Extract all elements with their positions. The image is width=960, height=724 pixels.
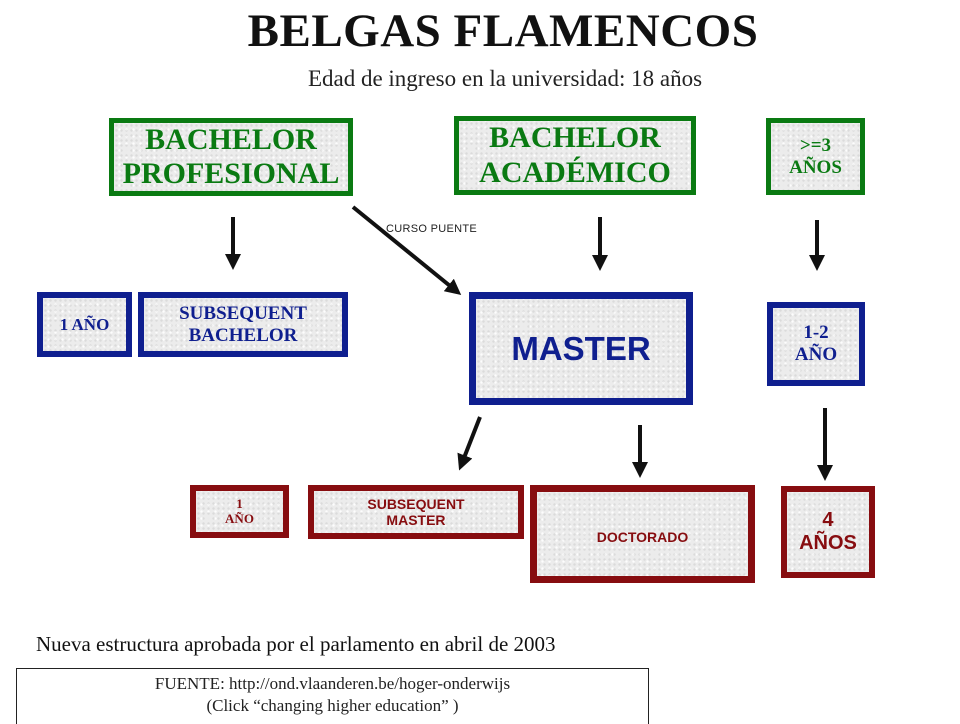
box-line: DOCTORADO — [596, 528, 689, 545]
box-subsequent-master: SUBSEQUENT MASTER — [308, 485, 524, 539]
box-uno-dos-ano: 1-2 AÑO — [767, 302, 865, 386]
box-line: 1 — [236, 495, 243, 511]
box-cuatro-anos: 4 AÑOS — [781, 486, 875, 578]
box-line: BACHELOR — [145, 122, 317, 156]
box-line: SUBSEQUENT — [179, 302, 307, 324]
box-line: MASTER — [511, 329, 651, 367]
box-bachelor-profesional: BACHELOR PROFESIONAL — [109, 118, 353, 196]
box-line: AÑO — [225, 510, 254, 526]
box-line: >=3 — [799, 134, 832, 156]
box-line: AÑOS — [789, 156, 842, 178]
box-line: BACHELOR — [489, 121, 661, 154]
box-un-ano-red: 1 AÑO — [190, 485, 289, 538]
box-line: AÑOS — [799, 532, 857, 554]
source-line-2: (Click “changing higher education” ) — [206, 696, 459, 715]
box-line: ACADÉMICO — [479, 155, 671, 189]
box-line: BACHELOR — [188, 324, 298, 346]
box-bachelor-academico: BACHELOR ACADÉMICO — [454, 116, 696, 195]
source-box: FUENTE: http://ond.vlaanderen.be/hoger-o… — [16, 668, 649, 724]
diagram-subtitle: Edad de ingreso en la universidad: 18 añ… — [307, 66, 703, 91]
box-line: AÑO — [794, 344, 838, 365]
diagram-title: BELGAS FLAMENCOS — [247, 5, 759, 57]
box-line: MASTER — [386, 512, 446, 528]
curso-puente-label: CURSO PUENTE — [386, 223, 477, 235]
box-master: MASTER — [469, 292, 693, 405]
box-line: 4 — [822, 509, 834, 531]
box-line: 1-2 — [803, 322, 829, 344]
box-un-ano: 1 AÑO — [37, 292, 132, 357]
box-line: SUBSEQUENT — [367, 495, 465, 512]
box-subsequent-bachelor: SUBSEQUENT BACHELOR — [138, 292, 348, 357]
box-doctorado: DOCTORADO — [530, 485, 755, 583]
box-line: 1 AÑO — [59, 314, 110, 334]
box-line: PROFESIONAL — [122, 157, 340, 190]
footer-note: Nueva estructura aprobada por el parlame… — [36, 632, 556, 656]
source-line-1: FUENTE: http://ond.vlaanderen.be/hoger-o… — [154, 674, 511, 693]
arrow-curso-puente — [351, 205, 462, 296]
box-tres-anos: >=3 AÑOS — [766, 118, 865, 195]
arrow-master-to-subsequent — [457, 416, 482, 471]
